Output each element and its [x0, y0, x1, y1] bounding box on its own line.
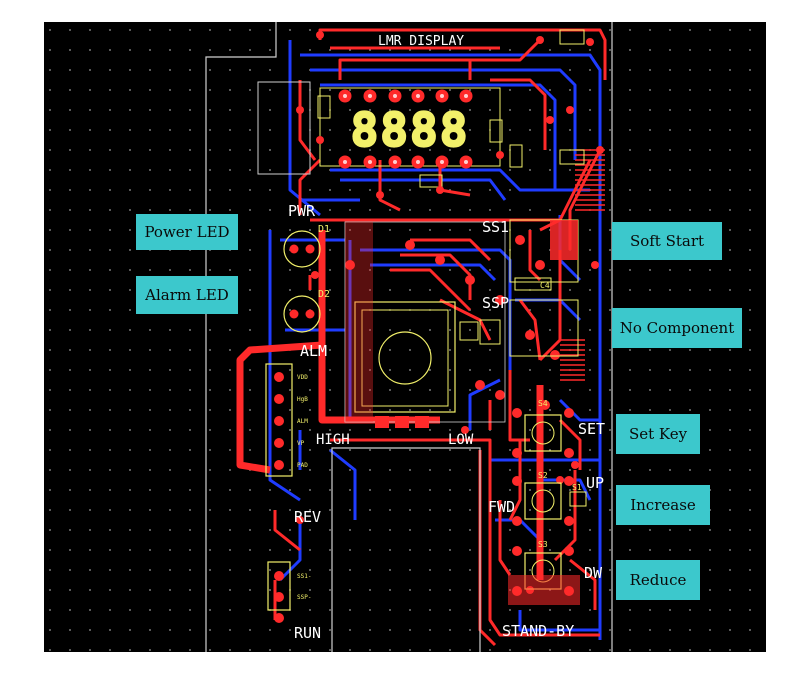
callout-no-component: No Component — [612, 308, 742, 348]
board-cutout — [331, 447, 481, 652]
mcu-footprint — [344, 221, 506, 428]
connector-main — [265, 363, 293, 477]
callout-reduce: Reduce — [616, 560, 700, 600]
pin-label: PAD — [297, 462, 308, 469]
label-up: UP — [586, 474, 604, 492]
label-high: HIGH — [316, 432, 350, 448]
callout-power-led: Power LED — [136, 214, 238, 250]
label-low: LOW — [448, 432, 474, 448]
label-s3: S3 — [538, 540, 548, 549]
pin-label: ALM — [297, 418, 308, 425]
label-ss1: SS1 — [482, 218, 509, 236]
silkscreen-labels: LMR DISPLAY PWR D1 D2 ALM SS1 SSP C4 SET… — [288, 34, 605, 642]
fpc-fanout — [560, 149, 605, 381]
led-footprints — [283, 230, 321, 333]
vias — [296, 31, 604, 594]
label-s2: S2 — [538, 471, 548, 480]
label-s4: S4 — [538, 399, 548, 408]
soft-start-block — [459, 219, 579, 357]
display-footprint — [257, 29, 585, 188]
callout-set-key: Set Key — [616, 414, 700, 454]
label-ssp: SSP — [482, 294, 509, 312]
label-set: SET — [578, 420, 605, 438]
tactile-switches — [508, 408, 587, 605]
label-d1: D1 — [318, 224, 330, 235]
pin-label: VP — [297, 440, 305, 447]
connector-main-pin-labels: VDD HgB ALM VP PAD — [297, 374, 308, 469]
label-rev: REV — [294, 508, 321, 526]
label-pwr: PWR — [288, 202, 316, 220]
bottom-layer-traces — [268, 40, 602, 640]
display-pads — [338, 89, 473, 169]
label-fwd: FWD — [488, 498, 515, 516]
label-d2: D2 — [318, 289, 330, 300]
connector-run: SS1- SSP- — [267, 561, 311, 623]
label-alm: ALM — [300, 342, 327, 360]
label-c4: C4 — [540, 281, 550, 290]
display-pad-holes — [343, 94, 468, 164]
board-title: LMR DISPLAY — [378, 34, 464, 49]
pin-label: SSP- — [297, 594, 311, 601]
pin-label: VDD — [297, 374, 308, 381]
pin-label: HgB — [297, 396, 308, 403]
label-s1: S1 — [572, 483, 582, 492]
label-run: RUN — [294, 624, 321, 642]
callout-soft-start: Soft Start — [612, 222, 722, 260]
callout-increase: Increase — [616, 485, 710, 525]
display-digits: 8888 — [351, 103, 470, 157]
label-stand-by: STAND-BY — [502, 622, 574, 640]
callout-alarm-led: Alarm LED — [136, 276, 238, 314]
label-dw: DW — [584, 564, 603, 582]
pin-label: SS1- — [297, 573, 311, 580]
